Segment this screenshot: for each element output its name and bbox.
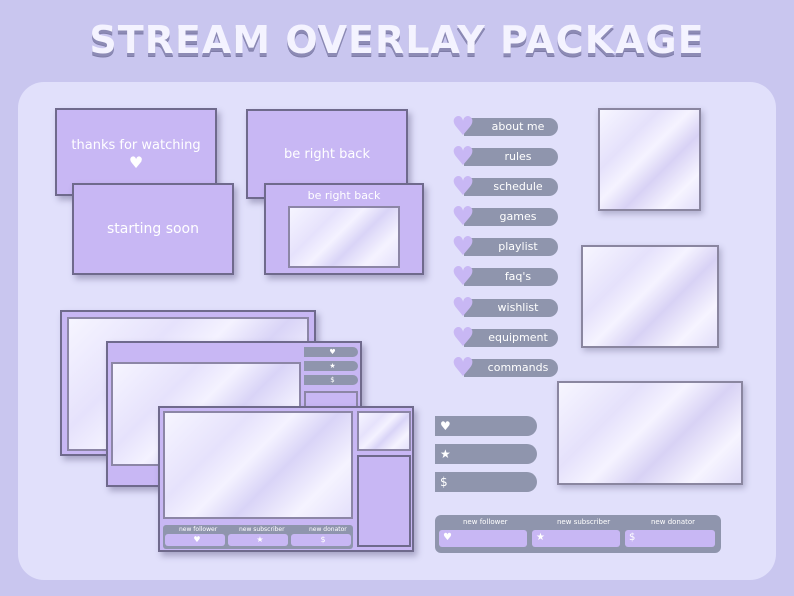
star-icon: ★ [256,535,264,544]
heart-icon: ♥ [451,112,475,142]
wide-alert-bar: new follower new subscriber new donator … [435,515,721,553]
middle-donator-bar: $ [304,375,358,385]
front-follower-box: ♥ [165,534,225,546]
front-follower-label: new follower [179,526,218,533]
panel-games[interactable]: ♥games [451,204,558,230]
follower-alert-bar: ♥ [435,416,537,436]
star-icon: ★ [536,532,545,543]
dollar-icon: $ [629,532,636,543]
heart-icon: ♥ [451,142,475,172]
front-subscriber-box: ★ [228,534,288,546]
heart-icon: ♥ [451,172,475,202]
dollar-icon: $ [330,376,335,384]
panel-playlist[interactable]: ♥playlist [451,234,558,260]
heart-icon: ♥ [193,535,201,544]
webcam-frame-square [598,108,701,211]
heart-icon: ♥ [128,153,144,172]
front-game-window [163,411,353,519]
thanks-label: thanks for watching [71,138,201,153]
follower-label: new follower [463,518,508,526]
front-cam-window [357,411,411,451]
overlay-board: thanks for watching ♥ starting soon be r… [18,82,776,580]
brb-label: be right back [284,147,370,162]
heart-icon: ♥ [451,262,475,292]
middle-subscriber-bar: ★ [304,361,358,371]
panel-equipment[interactable]: ♥equipment [451,325,558,351]
front-alert-bar: new follower new subscriber new donator … [163,525,353,549]
donator-box: $ [625,530,715,547]
star-icon: ★ [440,447,451,461]
heart-icon: ♥ [451,323,475,353]
stream-layout-front: new follower new subscriber new donator … [158,406,414,552]
panel-about-me[interactable]: ♥about me [451,114,558,140]
heart-icon: ♥ [443,532,452,543]
dollar-icon: $ [320,535,326,544]
front-donator-label: new donator [309,526,347,533]
subscriber-box: ★ [532,530,620,547]
brb-cam-label: be right back [307,189,381,202]
dollar-icon: $ [440,475,448,489]
middle-follower-bar: ♥ [304,347,358,357]
starting-soon-scene: starting soon [72,183,234,275]
webcam-frame-wide [557,381,743,485]
thanks-for-watching-scene: thanks for watching ♥ [55,108,217,196]
star-icon: ★ [329,362,336,370]
webcam-frame-medium [581,245,719,348]
starting-label: starting soon [106,221,199,237]
panel-wishlist[interactable]: ♥wishlist [451,295,558,321]
heart-icon: ♥ [451,202,475,232]
panel-commands[interactable]: ♥commands [451,355,558,381]
panel-faqs[interactable]: ♥faq's [451,264,558,290]
panel-schedule[interactable]: ♥schedule [451,174,558,200]
front-donator-box: $ [291,534,351,546]
heart-icon: ♥ [451,353,475,383]
follower-box: ♥ [439,530,527,547]
brb-camera-window [288,206,400,268]
heart-icon: ♥ [329,348,336,356]
heart-icon: ♥ [440,419,451,433]
donator-alert-bar: $ [435,472,537,492]
package-title: STREAM OVERLAY PACKAGE [89,18,705,62]
be-right-back-cam-scene: be right back [264,183,424,275]
donator-label: new donator [651,518,696,526]
heart-icon: ♥ [451,293,475,323]
subscriber-label: new subscriber [557,518,611,526]
subscriber-alert-bar: ★ [435,444,537,464]
front-chat-box [357,455,411,547]
heart-icon: ♥ [451,232,475,262]
panel-rules[interactable]: ♥rules [451,144,558,170]
front-subscriber-label: new subscriber [239,526,285,533]
